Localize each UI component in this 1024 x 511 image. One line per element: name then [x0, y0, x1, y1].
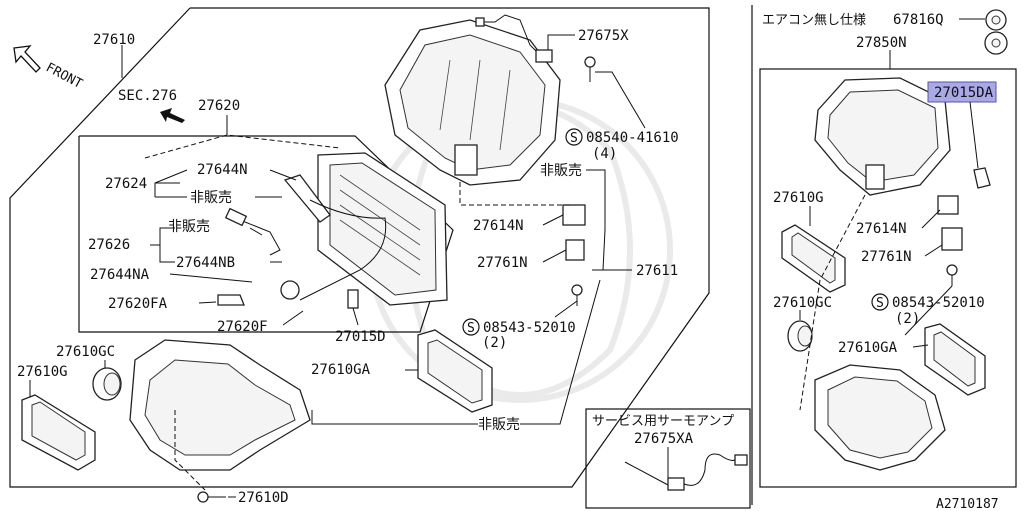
label-not-for-sale: 非販売 [540, 163, 582, 179]
sec-arrow-icon [160, 108, 185, 123]
gasket-27610ga-part [417, 329, 493, 413]
label-27644na: 27644NA [90, 267, 150, 283]
label-27761n-right: 27761N [861, 249, 912, 265]
no-ac-lower-case-part [814, 364, 946, 471]
label-27610gc-right: 27610GC [773, 295, 832, 311]
label-27610gc: 27610GC [56, 344, 115, 360]
upper-case-part [384, 19, 561, 186]
leader-lines-right [799, 18, 985, 411]
label-sec276: SEC.276 [118, 88, 177, 104]
s-mark-icon: S [871, 293, 889, 311]
front-arrow-icon [13, 45, 41, 73]
no-ac-27015da-part [973, 167, 991, 189]
no-ac-spec-title: エアコン無し仕様 [762, 13, 866, 28]
evaporator-core-part [317, 152, 448, 306]
label-27675x: 27675X [578, 28, 629, 44]
label-27626: 27626 [88, 237, 130, 253]
label-27614n: 27614N [473, 218, 524, 234]
no-ac-gasket-27610g-part [781, 224, 846, 293]
label-27644nb: 27644NB [176, 255, 235, 271]
lower-case-part [129, 339, 311, 471]
label-08543-52010: 08543-52010 [483, 320, 576, 336]
label-08543-qty-right: (2) [895, 311, 920, 327]
svg-text:S: S [570, 131, 578, 146]
label-27015da: 27015DA [934, 85, 994, 101]
highlight-27015da [927, 81, 997, 103]
label-27620: 27620 [198, 98, 240, 114]
no-ac-thermo-part [937, 195, 963, 286]
s-mark-icon: S [462, 318, 480, 336]
label-27761n: 27761N [477, 255, 528, 271]
front-label: FRONT [43, 60, 85, 92]
label-08543-qty: (2) [482, 335, 507, 351]
no-ac-67816q-part [984, 9, 1008, 55]
label-27610g-right: 27610G [773, 190, 824, 206]
label-not-for-sale: 非販売 [478, 417, 520, 433]
no-ac-seal-27610gc-part [787, 320, 813, 352]
label-27644n: 27644N [197, 162, 248, 178]
label-67816q: 67816Q [893, 12, 944, 28]
diagram-ref-code: A2710187 [936, 497, 999, 511]
screw-27610d-part [197, 491, 226, 503]
label-08540-qty: (4) [592, 146, 617, 162]
thermo-amp-part [562, 204, 586, 306]
label-27611: 27611 [636, 263, 678, 279]
label-not-for-sale: 非販売 [168, 219, 210, 235]
label-27610d: 27610D [238, 490, 289, 506]
label-27620fa: 27620FA [108, 296, 168, 312]
label-27614n-right: 27614N [856, 221, 907, 237]
label-08543-right: 08543-52010 [892, 295, 985, 311]
label-27850n: 27850N [856, 35, 907, 51]
label-27675xa: 27675XA [634, 431, 694, 447]
label-27610ga: 27610GA [311, 362, 371, 378]
s-mark-icon: S [565, 128, 583, 146]
service-amp-title: サービス用サーモアンプ [592, 414, 734, 429]
label-27610ga-right: 27610GA [838, 340, 898, 356]
svg-text:S: S [876, 296, 884, 311]
label-27610g: 27610G [17, 364, 68, 380]
gasket-27610g-part [21, 394, 96, 471]
svg-text:S: S [467, 321, 475, 336]
bolt-08540-part [584, 56, 596, 82]
leader-lines [29, 34, 669, 498]
sensor-27675x-part [475, 14, 553, 63]
label-27015d: 27015D [335, 329, 386, 345]
seal-27610gc-part [92, 367, 122, 401]
label-not-for-sale: 非販売 [190, 190, 232, 206]
label-08540-41610: 08540-41610 [586, 130, 679, 146]
service-amp-frame [585, 408, 751, 509]
service-amp-27675xa-part [624, 453, 748, 491]
main-assembly-frame [9, 7, 710, 488]
label-27610: 27610 [93, 32, 135, 48]
no-ac-frame [759, 68, 1017, 488]
label-27620f: 27620F [217, 319, 268, 335]
piping-part [217, 174, 387, 309]
no-ac-gasket-27610ga-part [924, 323, 986, 396]
label-27624: 27624 [105, 176, 147, 192]
no-ac-upper-case-part [814, 77, 951, 196]
